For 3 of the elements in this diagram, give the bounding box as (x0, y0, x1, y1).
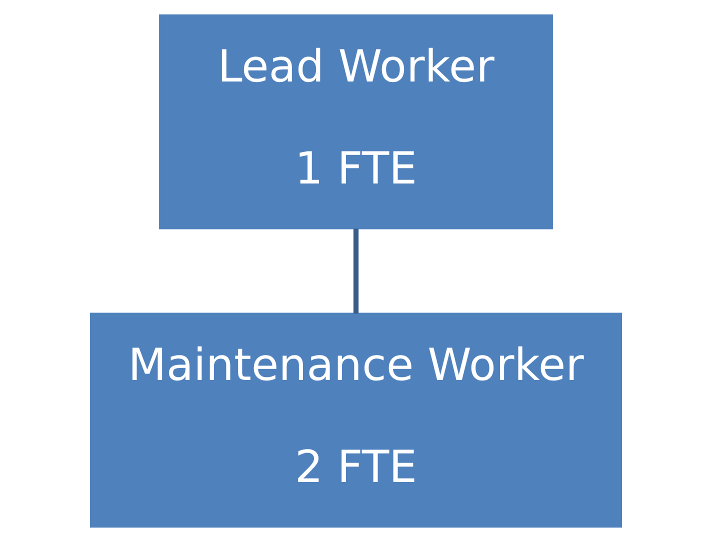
node-box: Maintenance Worker 2 FTE (90, 312, 622, 528)
node-box: Lead Worker 1 FTE (159, 14, 553, 230)
connector (353, 228, 359, 314)
